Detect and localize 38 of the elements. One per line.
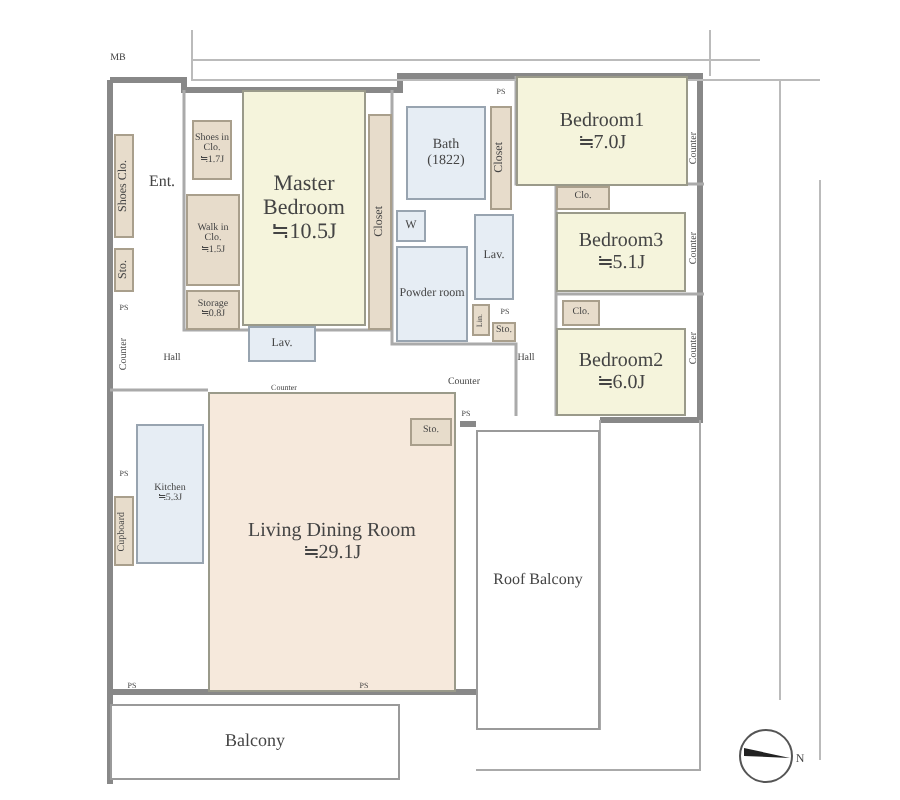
storage-area [556, 186, 610, 210]
room-size: ≒6.0J [596, 372, 646, 394]
room-size: ≒10.5J [271, 220, 337, 245]
storage-area [472, 304, 490, 336]
room-area [396, 246, 468, 342]
room-name: Bedroom3 [578, 230, 664, 252]
storage-area [186, 194, 240, 286]
storage-area [114, 134, 134, 238]
room-name: Roof Balcony [493, 571, 583, 589]
room-area [516, 76, 688, 186]
room-name: Master Bedroom [261, 171, 347, 221]
room-name: Living Dining Room [248, 520, 416, 542]
storage-area [186, 290, 240, 330]
room-area [208, 392, 456, 692]
storage-area [114, 496, 134, 566]
storage-area [192, 120, 232, 180]
storage-area [114, 248, 134, 292]
storage-area [368, 114, 392, 330]
storage-area [410, 418, 452, 446]
room-area [396, 210, 426, 242]
balcony-area [110, 704, 400, 780]
storage-area [490, 106, 512, 210]
room-area [248, 326, 316, 362]
room-size: ≒29.1J [302, 542, 362, 564]
room-name: Bedroom1 [559, 109, 645, 131]
plan-label: Ent. [148, 174, 176, 190]
storage-area [562, 300, 600, 326]
room-size: ≒7.0J [577, 131, 627, 153]
room-name: Balcony [225, 732, 285, 752]
room-area [406, 106, 486, 200]
room-area [556, 328, 686, 416]
room-area [474, 214, 514, 300]
room-area [242, 90, 366, 326]
room-name: Bedroom2 [578, 350, 664, 372]
room-size: ≒5.1J [596, 252, 646, 274]
balcony-area [476, 430, 600, 730]
room-area [136, 424, 204, 564]
room-area [556, 212, 686, 292]
